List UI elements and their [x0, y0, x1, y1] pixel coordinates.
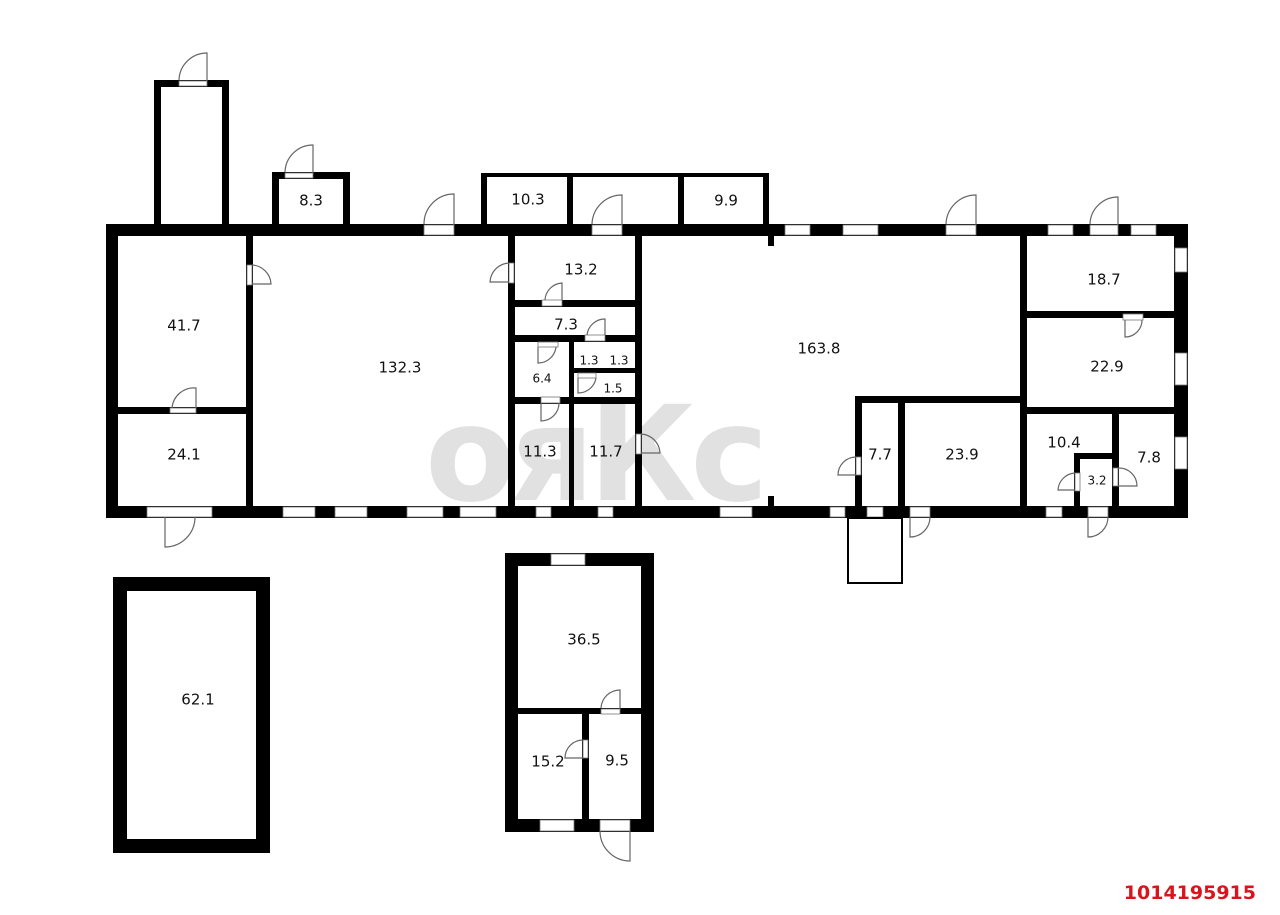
room-area-7-7: 7.7 — [868, 446, 892, 464]
annex-8-3 — [272, 144, 350, 224]
windows-bottom — [146, 506, 1063, 518]
room-area-8-3: 8.3 — [299, 192, 323, 210]
room-area-132-3: 132.3 — [379, 359, 422, 377]
building-36-5 — [505, 553, 654, 862]
room-area-10-4: 10.4 — [1047, 434, 1080, 452]
room-area-3-2: 3.2 — [1087, 474, 1106, 488]
doors-main — [164, 193, 1144, 548]
room-area-10-3: 10.3 — [511, 191, 544, 209]
room-area-1-3-a: 1.3 — [579, 354, 598, 368]
annex-tall — [154, 52, 229, 224]
room-area-41-7: 41.7 — [167, 317, 200, 335]
room-area-1-3-b: 1.3 — [609, 354, 628, 368]
main-building-walls — [106, 224, 1188, 518]
room-area-11-3: 11.3 — [523, 443, 556, 461]
room-labels: 41.7 24.1 132.3 8.3 10.3 9.9 13.2 7.3 6.… — [167, 191, 1161, 771]
room-area-22-9: 22.9 — [1090, 358, 1123, 376]
room-area-9-9: 9.9 — [714, 192, 738, 210]
room-area-1-5: 1.5 — [603, 382, 622, 396]
room-area-23-9: 23.9 — [945, 446, 978, 464]
room-area-62-1: 62.1 — [181, 691, 214, 709]
windows-top — [784, 224, 1157, 236]
windows-right — [1174, 247, 1188, 470]
room-area-24-1: 24.1 — [167, 446, 200, 464]
room-area-6-4: 6.4 — [532, 372, 551, 386]
room-area-15-2: 15.2 — [531, 753, 564, 771]
room-area-13-2: 13.2 — [564, 261, 597, 279]
room-area-9-5: 9.5 — [605, 752, 629, 770]
room-area-36-5: 36.5 — [567, 631, 600, 649]
room-area-11-7: 11.7 — [589, 443, 622, 461]
room-area-7-8: 7.8 — [1137, 449, 1161, 467]
room-area-7-3: 7.3 — [554, 316, 578, 334]
room-area-163-8: 163.8 — [798, 340, 841, 358]
building-62-1 — [113, 577, 270, 853]
listing-id: 1014195915 — [1123, 882, 1256, 904]
porch — [847, 517, 903, 584]
room-area-18-7: 18.7 — [1087, 271, 1120, 289]
annex-strip — [481, 173, 769, 224]
